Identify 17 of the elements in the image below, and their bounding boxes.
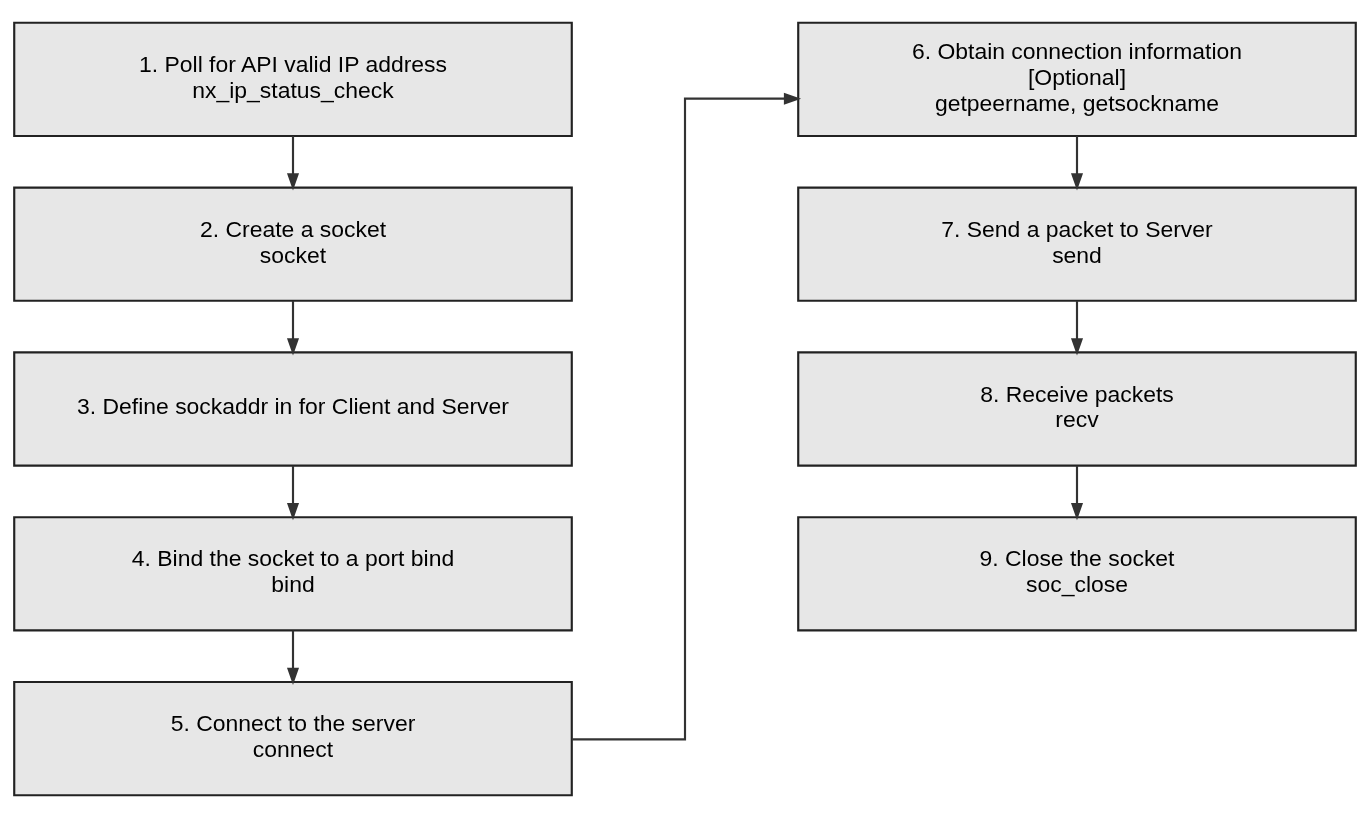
- node-box: 8. Receive packets recv: [797, 351, 1357, 467]
- arrow: [1070, 136, 1084, 191]
- arrow: [286, 300, 300, 356]
- node-box: 9. Close the socket soc_close: [797, 516, 1357, 632]
- arrow: [572, 92, 802, 741]
- node-box: 7. Send a packet to Server send: [797, 186, 1357, 302]
- arrow: [1070, 465, 1084, 521]
- arrow: [286, 136, 300, 191]
- node-box: 5. Connect to the server connect: [13, 680, 573, 797]
- node-box: 2. Create a socket socket: [13, 186, 573, 302]
- arrow: [1070, 300, 1084, 356]
- node-box: 3. Define sockaddr in for Client and Server: [13, 351, 573, 467]
- arrow: [286, 630, 300, 686]
- arrow: [286, 465, 300, 521]
- node-box: 6. Obtain connection information [Optional] getpeername, getsockname: [797, 21, 1357, 138]
- node-box: 1. Poll for API valid IP address nx_ip_status_check: [13, 21, 573, 138]
- node-box: 4. Bind the socket to a port bind bind: [13, 516, 573, 632]
